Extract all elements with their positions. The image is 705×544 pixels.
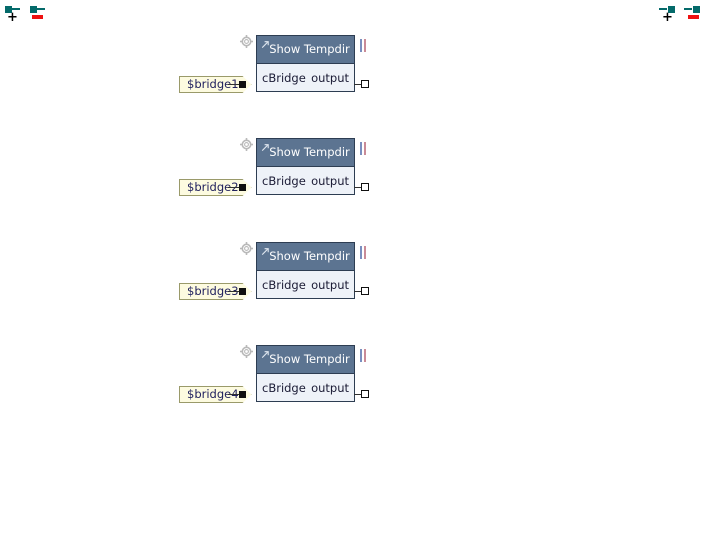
connector-square-icon xyxy=(668,6,675,13)
input-port[interactable] xyxy=(239,81,246,88)
input-wire xyxy=(228,84,244,85)
output-slot-label: output xyxy=(311,70,349,85)
node-row: $bridge3 Show Tempdir cBridge output xyxy=(0,242,705,318)
node-show-tempdir[interactable]: Show Tempdir cBridge output xyxy=(256,242,355,299)
node-title: Show Tempdir xyxy=(269,42,350,56)
input-wire xyxy=(228,291,244,292)
output-port[interactable] xyxy=(361,287,369,295)
node-body: cBridge output xyxy=(257,167,354,194)
output-wire xyxy=(354,187,362,188)
gear-icon[interactable] xyxy=(240,138,253,151)
remove-output-connector-button[interactable] xyxy=(683,4,701,22)
input-port[interactable] xyxy=(239,391,246,398)
pause-marker-icon[interactable] xyxy=(360,39,367,52)
output-port[interactable] xyxy=(361,80,369,88)
minus-icon xyxy=(688,15,699,19)
add-input-connector-button[interactable]: + xyxy=(4,4,22,25)
node-title: Show Tempdir xyxy=(269,352,350,366)
node-header[interactable]: Show Tempdir xyxy=(257,243,354,271)
node-show-tempdir[interactable]: Show Tempdir cBridge output xyxy=(256,138,355,195)
right-connector-toolbar: + xyxy=(654,0,705,26)
output-slot-label: output xyxy=(311,173,349,188)
input-slot-label: cBridge xyxy=(262,277,306,292)
node-title: Show Tempdir xyxy=(269,249,350,263)
input-wire xyxy=(228,187,244,188)
pause-marker-icon[interactable] xyxy=(360,246,367,259)
connector-stem-icon xyxy=(684,8,692,10)
pause-marker-icon[interactable] xyxy=(360,349,367,362)
gear-icon[interactable] xyxy=(240,345,253,358)
expand-arrow-icon[interactable] xyxy=(261,40,270,49)
output-wire xyxy=(354,394,362,395)
input-port[interactable] xyxy=(239,288,246,295)
output-slot-label: output xyxy=(311,380,349,395)
left-connector-toolbar: + xyxy=(0,0,51,26)
variable-tag[interactable]: $bridge2 xyxy=(179,179,252,196)
expand-arrow-icon[interactable] xyxy=(261,247,270,256)
node-header[interactable]: Show Tempdir xyxy=(257,346,354,374)
input-slot-label: cBridge xyxy=(262,380,306,395)
connector-stem-icon xyxy=(12,8,20,10)
output-port[interactable] xyxy=(361,390,369,398)
connector-stem-icon xyxy=(659,8,667,10)
node-row: $bridge1 Show Tempdir cBridge output xyxy=(0,35,705,111)
connector-square-icon xyxy=(693,6,700,13)
node-row: $bridge4 Show Tempdir cBridge output xyxy=(0,345,705,421)
plus-icon: + xyxy=(7,10,18,25)
node-show-tempdir[interactable]: Show Tempdir cBridge output xyxy=(256,345,355,402)
gear-icon[interactable] xyxy=(240,242,253,255)
connector-square-icon xyxy=(30,6,37,13)
output-wire xyxy=(354,84,362,85)
output-slot-label: output xyxy=(311,277,349,292)
node-body: cBridge output xyxy=(257,64,354,91)
expand-arrow-icon[interactable] xyxy=(261,350,270,359)
remove-input-connector-button[interactable] xyxy=(29,4,47,22)
input-slot-label: cBridge xyxy=(262,70,306,85)
input-slot-label: cBridge xyxy=(262,173,306,188)
minus-icon xyxy=(32,15,43,19)
node-body: cBridge output xyxy=(257,374,354,401)
node-header[interactable]: Show Tempdir xyxy=(257,139,354,167)
output-port[interactable] xyxy=(361,183,369,191)
connector-stem-icon xyxy=(37,8,45,10)
variable-tag[interactable]: $bridge3 xyxy=(179,283,252,300)
expand-arrow-icon[interactable] xyxy=(261,143,270,152)
node-header[interactable]: Show Tempdir xyxy=(257,36,354,64)
add-output-connector-button[interactable]: + xyxy=(658,4,676,25)
gear-icon[interactable] xyxy=(240,35,253,48)
node-title: Show Tempdir xyxy=(269,145,350,159)
output-wire xyxy=(354,291,362,292)
plus-icon: + xyxy=(662,10,673,25)
input-port[interactable] xyxy=(239,184,246,191)
connector-square-icon xyxy=(5,6,12,13)
input-wire xyxy=(228,394,244,395)
node-show-tempdir[interactable]: Show Tempdir cBridge output xyxy=(256,35,355,92)
pause-marker-icon[interactable] xyxy=(360,142,367,155)
variable-tag[interactable]: $bridge1 xyxy=(179,76,252,93)
node-row: $bridge2 Show Tempdir cBridge output xyxy=(0,138,705,214)
node-body: cBridge output xyxy=(257,271,354,298)
variable-tag[interactable]: $bridge4 xyxy=(179,386,252,403)
